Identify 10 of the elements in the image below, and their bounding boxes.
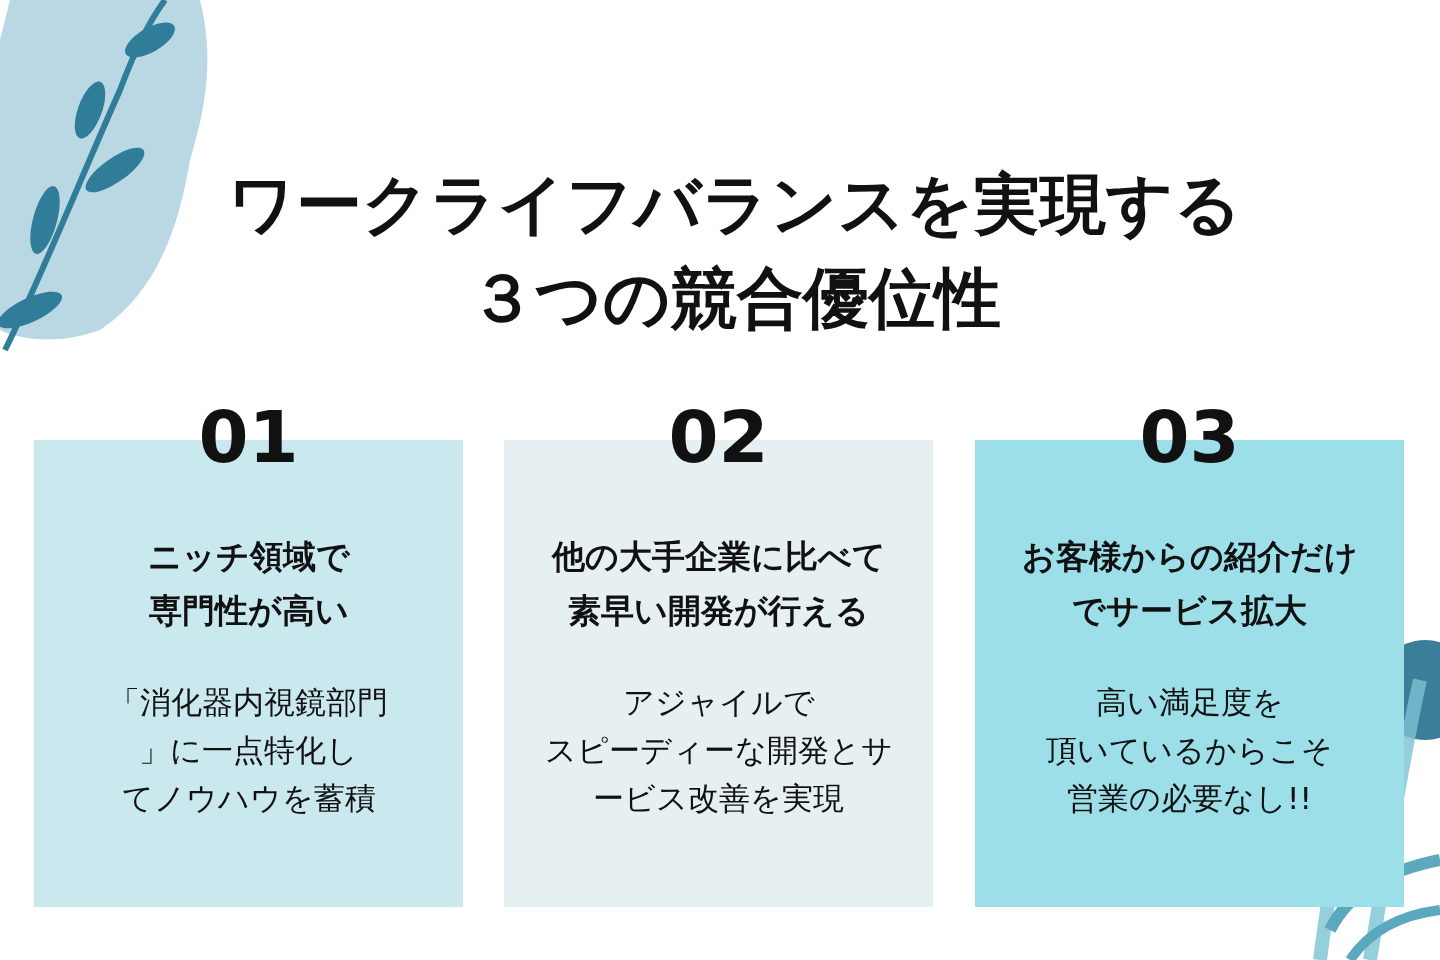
number-label: 02 (667, 394, 770, 481)
card-heading: お客様からの紹介だけでサービス拡大 (1020, 536, 1359, 632)
card-heading: 他の大手企業に比べて素早い開発が行える (550, 536, 887, 632)
card-text: 「消化器内視鏡部門」に一点特化してノウハウを蓄積 (108, 683, 389, 818)
card-text: アジャイルでスピーディーな開発とサービス改善を実現 (543, 683, 894, 818)
card-text: 高い満足度を頂いているからこそ営業の必要なし!! (1045, 683, 1334, 818)
title: ワークライフバランスを実現する３つの競合優位性 (227, 165, 1243, 339)
card-heading: ニッチ領域で専門性が高い (146, 536, 351, 632)
number-label: 03 (1138, 394, 1241, 481)
number-label: 01 (197, 394, 300, 481)
